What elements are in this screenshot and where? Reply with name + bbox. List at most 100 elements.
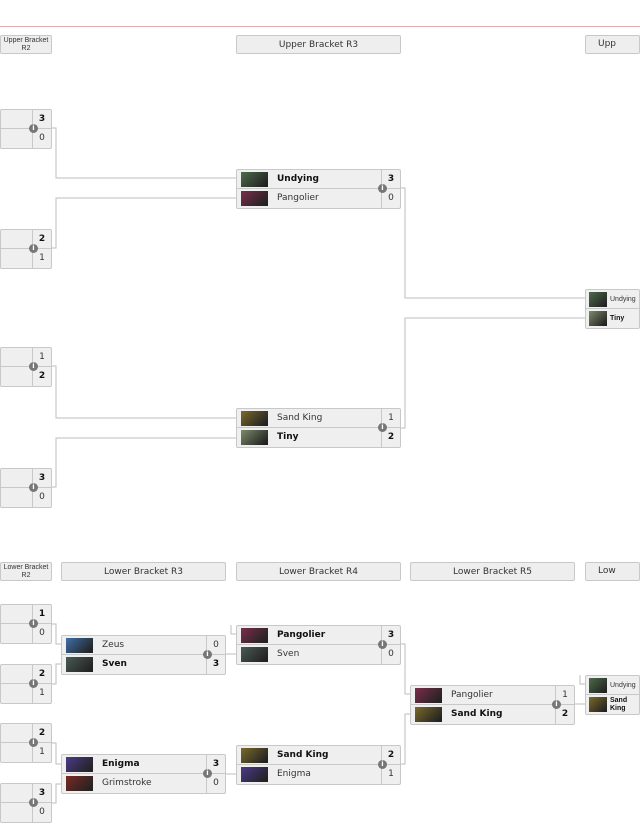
connector-line [52,623,61,645]
hero-portrait [241,767,268,782]
connector-line [401,713,410,765]
team-score: 2 [32,230,51,248]
team-row[interactable]: 1 [0,604,52,624]
info-icon[interactable]: i [29,738,38,747]
team-score: 2 [32,367,51,386]
team-score: 3 [381,170,400,188]
round-header: Lower Bracket R4 [236,562,401,581]
team-name: Pangolier [451,690,493,700]
team-row[interactable]: 1 [0,249,52,269]
hero-portrait [241,411,268,426]
team-row[interactable]: 1 [0,743,52,763]
connector-line [52,437,236,488]
team-row[interactable]: 1 [0,684,52,704]
info-icon[interactable]: i [29,483,38,492]
team-row[interactable]: 0 [0,129,52,149]
info-icon[interactable]: i [378,423,387,432]
team-row[interactable]: 0 [0,624,52,644]
team-row[interactable]: 3 [0,468,52,488]
team-score: 3 [32,469,51,487]
hero-portrait [589,697,607,712]
team-score: 1 [32,743,51,762]
team-row[interactable]: 0 [0,488,52,508]
info-icon[interactable]: i [29,798,38,807]
team-row[interactable]: 2 [0,229,52,249]
info-icon[interactable]: i [29,124,38,133]
info-icon[interactable]: i [29,679,38,688]
team-row[interactable]: Undying [585,675,640,695]
team-row[interactable]: 1 [0,347,52,367]
team-row[interactable]: Undying [585,289,640,309]
round-header: Upper Bracket R2 [0,35,52,54]
team-name: Enigma [277,769,311,779]
team-row[interactable]: 3 [0,783,52,803]
info-icon[interactable]: i [378,760,387,769]
team-row[interactable]: Sand King [585,695,640,715]
team-row[interactable]: Tiny [585,309,640,329]
info-icon[interactable]: i [29,362,38,371]
connector-line [52,742,61,765]
team-name: Tiny [610,315,625,322]
round-header: Lower Bracket R2 [0,562,52,581]
hero-portrait [589,678,607,693]
team-name: Zeus [102,640,125,650]
team-row[interactable]: 2 [0,367,52,387]
info-icon[interactable]: i [378,184,387,193]
connector-line [52,365,236,419]
hero-portrait [241,191,268,206]
team-score: 2 [32,724,51,742]
team-row[interactable]: 0 [0,803,52,823]
hero-portrait [241,647,268,662]
info-icon[interactable]: i [203,769,212,778]
team-row[interactable]: 2 [0,723,52,743]
info-icon[interactable]: i [29,619,38,628]
hero-portrait [66,638,93,653]
info-icon[interactable]: i [29,244,38,253]
team-row[interactable]: Sand King 2 [236,745,401,765]
team-name: Sand King [610,697,628,712]
team-score: 2 [381,746,400,764]
team-row[interactable]: 3 [0,109,52,129]
team-score: 0 [381,645,400,664]
hero-portrait [415,688,442,703]
hero-portrait [589,311,607,326]
info-icon[interactable]: i [378,640,387,649]
info-icon[interactable]: i [203,650,212,659]
round-header: Upp [585,35,640,54]
info-icon[interactable]: i [552,700,561,709]
hero-portrait [241,628,268,643]
team-row[interactable]: 2 [0,664,52,684]
team-name: Sand King [277,750,329,760]
